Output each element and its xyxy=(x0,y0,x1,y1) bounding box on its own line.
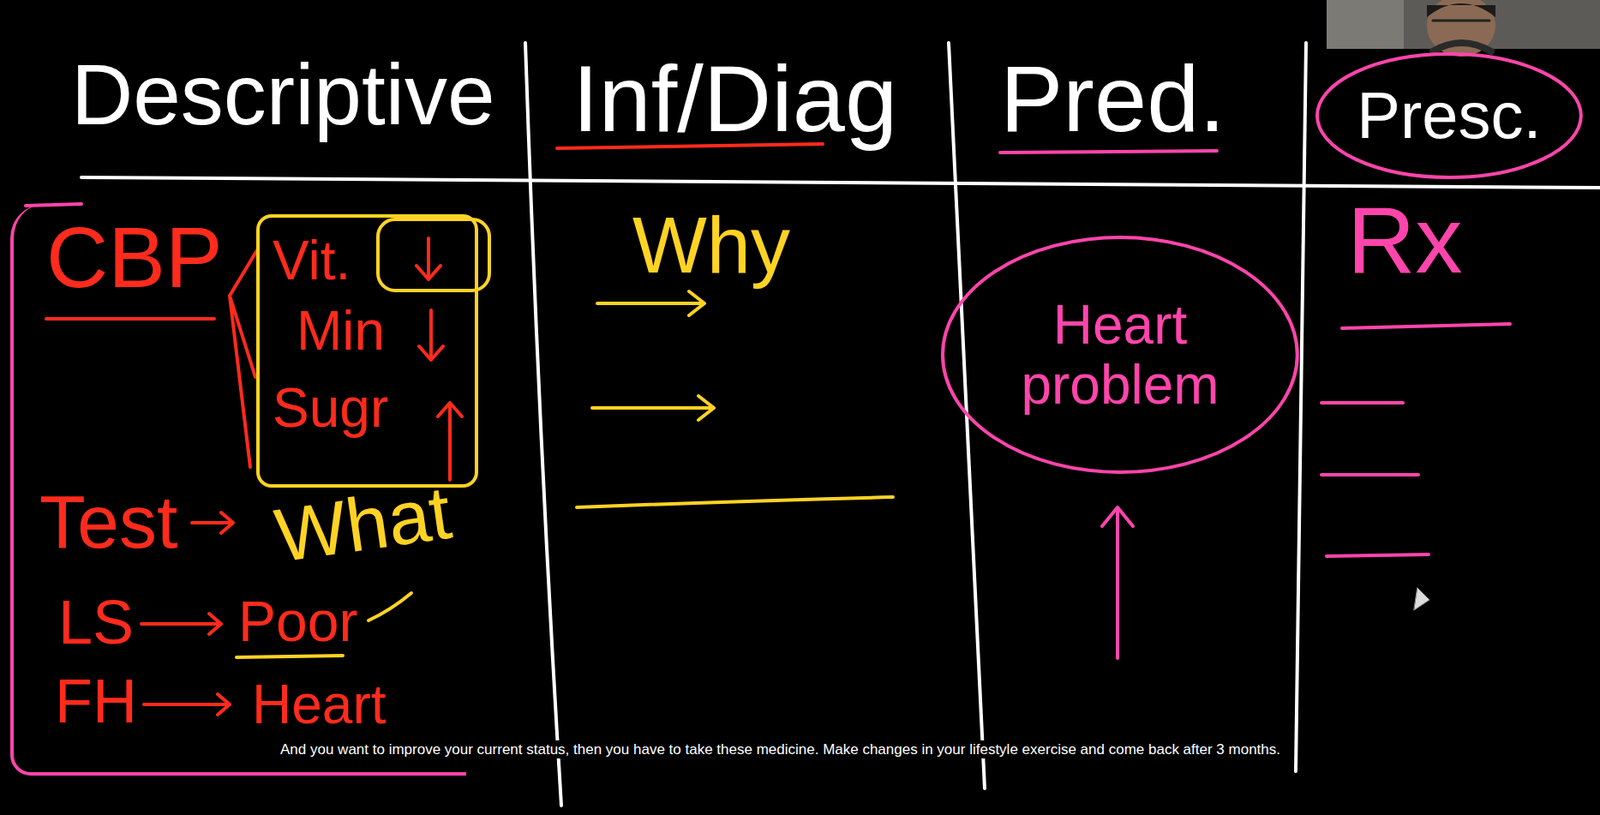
result-box: Vit. MinSugr xyxy=(256,214,479,488)
highlight-box xyxy=(377,219,490,291)
up-arrow xyxy=(437,402,462,480)
question-word: Why xyxy=(632,205,791,285)
bubble-outline xyxy=(1317,53,1582,178)
heading-bubble: Presc. xyxy=(1314,51,1584,180)
up-arrow xyxy=(1102,507,1133,659)
header-rule xyxy=(81,177,1600,188)
down-arrow xyxy=(419,310,444,360)
text-underline xyxy=(236,655,343,658)
item-label: LS xyxy=(58,591,134,654)
right-arrow xyxy=(597,291,705,316)
webcam-face xyxy=(1426,0,1496,57)
right-arrow xyxy=(592,395,714,420)
webcam-glasses xyxy=(1432,19,1490,23)
webcam-thumbnail xyxy=(1326,0,1600,57)
prediction-text: Heart problem xyxy=(995,294,1245,416)
blank-line xyxy=(1326,554,1429,557)
pen-cursor xyxy=(1414,587,1430,611)
blank-line xyxy=(1321,473,1419,477)
item-label: Test xyxy=(39,484,178,560)
blank-line xyxy=(576,497,893,508)
webcam-hair xyxy=(1426,3,1496,18)
right-arrow xyxy=(143,694,230,715)
result-item: Sugr xyxy=(272,380,389,436)
column-divider xyxy=(1295,42,1307,772)
webcam-shirt xyxy=(1432,42,1492,52)
result-item: Min xyxy=(296,303,385,359)
right-arrow xyxy=(141,613,222,635)
region-top-stroke xyxy=(25,203,82,206)
bracket-arrow xyxy=(229,250,258,468)
item-value: Heart xyxy=(251,677,387,732)
down-arrow xyxy=(416,238,441,280)
item-label: FH xyxy=(54,670,138,732)
question-word: What xyxy=(270,474,456,575)
bubble-outline xyxy=(942,237,1298,473)
column-heading: Descriptive xyxy=(71,51,496,138)
column-heading: Pred. xyxy=(1000,51,1226,146)
result-item: Vit. xyxy=(272,233,351,288)
column-heading: Inf/Diag xyxy=(572,51,898,146)
column-heading: Presc. xyxy=(1356,79,1541,152)
text-underline xyxy=(46,317,215,321)
item-value: Poor xyxy=(238,593,358,650)
right-arrow xyxy=(191,512,234,534)
descriptive-region: CBP Test WhatLS PoorFH Heart Vit. MinSugr xyxy=(10,203,467,776)
test-name: CBP xyxy=(46,214,223,300)
webcam-wall xyxy=(1326,0,1404,49)
blank-line xyxy=(1321,401,1403,405)
prediction-bubble: Heart problem xyxy=(940,234,1301,475)
prescription-symbol: Rx xyxy=(1347,192,1463,288)
heading-underline xyxy=(1000,150,1217,153)
column-divider xyxy=(525,42,562,806)
text-underline xyxy=(1342,323,1511,329)
connector-stroke xyxy=(368,593,412,621)
subtitle: And you want to improve your current sta… xyxy=(276,740,1284,759)
